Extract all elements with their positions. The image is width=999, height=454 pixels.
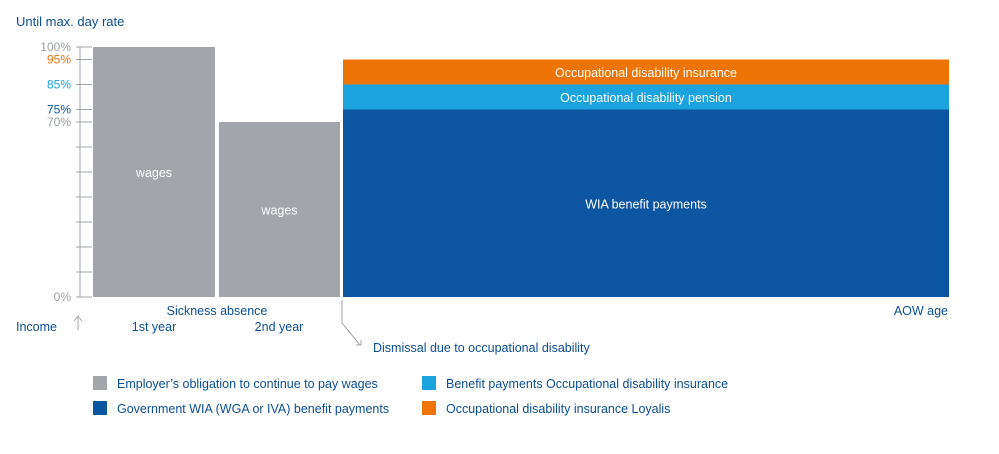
y-tick-label: 75% bbox=[47, 103, 71, 117]
y-tick-label: 85% bbox=[47, 78, 71, 92]
legend-swatch bbox=[422, 376, 436, 390]
bar-label: Occupational disability pension bbox=[560, 91, 732, 105]
y-tick-label: 100% bbox=[40, 40, 71, 54]
legend-label: Employer’s obligation to continue to pay… bbox=[117, 377, 378, 391]
x-label: 2nd year bbox=[255, 320, 304, 334]
x-label: 1st year bbox=[132, 320, 176, 334]
bar-segment bbox=[343, 109, 949, 297]
legend-label: Occupational disability insurance Loyali… bbox=[446, 402, 670, 416]
y-axis: 100%95% 85% 75%70% 0% bbox=[40, 40, 92, 304]
bar-segment bbox=[343, 59, 949, 85]
y-tick-label: 70% bbox=[47, 115, 71, 129]
annotation: Dismissal due to occupational disability bbox=[341, 300, 591, 355]
dismissal-arrow-icon bbox=[356, 340, 362, 346]
x-end-label: AOW age bbox=[894, 304, 948, 318]
bar-segment bbox=[219, 122, 340, 297]
chart-title: Until max. day rate bbox=[16, 14, 124, 29]
income-label: Income bbox=[16, 320, 57, 334]
legend-swatch bbox=[93, 401, 107, 415]
bar-segment bbox=[343, 84, 949, 110]
legend-label: Government WIA (WGA or IVA) benefit paym… bbox=[117, 402, 389, 416]
bar-label: Occupational disability insurance bbox=[555, 66, 737, 80]
bar-label: wages bbox=[135, 166, 172, 180]
x-group-label: Sickness absence bbox=[167, 304, 268, 318]
bar-label: WIA benefit payments bbox=[585, 197, 707, 211]
y-tick-label: 0% bbox=[54, 290, 72, 304]
legend-swatch bbox=[422, 401, 436, 415]
bar-label: wages bbox=[260, 204, 297, 218]
legend-swatch bbox=[93, 376, 107, 390]
legend: Employer’s obligation to continue to pay… bbox=[93, 376, 728, 416]
legend-label: Benefit payments Occupational disability… bbox=[446, 377, 728, 391]
bar-segment bbox=[93, 47, 215, 297]
dismissal-pointer bbox=[341, 300, 361, 346]
income-arrow-head bbox=[73, 315, 83, 322]
y-tick-label: 95% bbox=[47, 53, 71, 67]
x-labels: Sickness absence 1st year 2nd year AOW ageI… bbox=[16, 304, 948, 334]
dismissal-annotation: Dismissal due to occupational disability bbox=[373, 341, 591, 355]
